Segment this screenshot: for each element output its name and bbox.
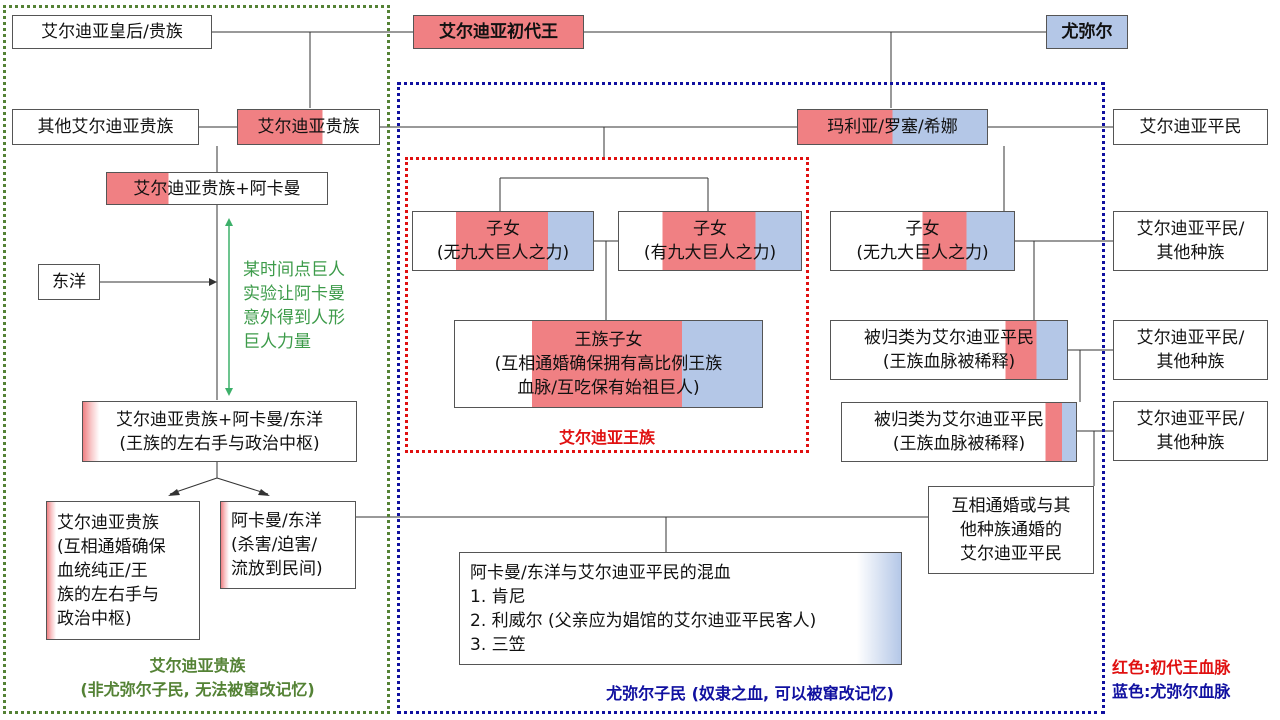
noble-ackerman-node: 艾尔迪亚贵族+阿卡曼 [106, 172, 328, 205]
mixed-blood-node: 阿卡曼/东洋与艾尔迪亚平民的混血 1. 肯尼 2. 利威尔 (父亲应为娼馆的艾尔… [459, 552, 902, 665]
intermarry-line3: 艾尔迪亚平民 [960, 544, 1062, 564]
intermarry-line1: 互相通婚或与其 [951, 496, 1071, 516]
noble-ackerman-east-node: 艾尔迪亚贵族+阿卡曼/东洋 (王族的左右手与政治中枢) [82, 401, 357, 462]
ymir-subjects-region [397, 82, 1105, 714]
child-mid-line2: (有九大巨人之力) [643, 243, 777, 263]
note-line-4: 巨人力量 [243, 332, 311, 352]
classified-commoner-node-2: 被归类为艾尔迪亚平民 (王族血脉被稀释) [841, 402, 1077, 462]
noble-ackerman-east-line1: 艾尔迪亚贵族+阿卡曼/东洋 [116, 409, 323, 430]
ackerman-east-line3: 流放到民间) [231, 559, 323, 579]
commoner-other-node-1: 艾尔迪亚平民/ 其他种族 [1113, 211, 1268, 271]
royal-children-line1: 王族子女 [574, 330, 643, 350]
note-line-3: 意外得到人形 [243, 308, 345, 328]
noble-ackerman-label: 艾尔迪亚贵族+阿卡曼 [133, 178, 301, 199]
commoner-other-2-line2: 其他种族 [1156, 352, 1225, 372]
mixed-item-2: 2. 利威尔 (父亲应为娼馆的艾尔迪亚平民客人) [470, 610, 817, 631]
eldian-noble-node: 艾尔迪亚贵族 [237, 109, 380, 145]
commoner-other-3-line1: 艾尔迪亚平民/ [1136, 409, 1245, 429]
classified-2-line2: (王族血脉被稀释) [892, 434, 1026, 454]
classified-1-line1: 被归类为艾尔迪亚平民 [864, 328, 1034, 348]
child-right-node: 子女 (无九大巨人之力) [830, 211, 1015, 271]
maria-rose-sina-label: 玛利亚/罗塞/希娜 [827, 117, 958, 137]
noble-bottom-line3: 血统纯正/王 [57, 560, 148, 581]
noble-ackerman-east-line2: (王族的左右手与政治中枢) [119, 433, 320, 454]
mixed-item-3: 3. 三笠 [470, 634, 526, 655]
intermarry-line2: 他种族通婚的 [960, 520, 1062, 540]
noble-region-label: 艾尔迪亚贵族 (非尤弥尔子民, 无法被窜改记忆) [10, 654, 385, 702]
legend-red: 红色:初代王血脉 [1112, 658, 1231, 677]
noble-region-label-1: 艾尔迪亚贵族 [149, 656, 246, 675]
royal-children-line3: 血脉/互吃保有始祖巨人) [517, 378, 700, 398]
ymir-node: 尤弥尔 [1046, 15, 1128, 49]
noble-region [3, 5, 390, 714]
classified-commoner-node-1: 被归类为艾尔迪亚平民 (王族血脉被稀释) [830, 320, 1068, 380]
child-left-line1: 子女 [486, 219, 520, 239]
commoner-other-3-line2: 其他种族 [1156, 433, 1225, 453]
child-right-line2: (无九大巨人之力) [856, 243, 989, 263]
royal-family-region [405, 157, 809, 453]
maria-rose-sina-node: 玛利亚/罗塞/希娜 [797, 109, 988, 145]
child-left-node: 子女 (无九大巨人之力) [412, 211, 594, 271]
royal-children-line2: (互相通婚确保拥有高比例王族 [494, 354, 723, 374]
commoner-other-node-2: 艾尔迪亚平民/ 其他种族 [1113, 320, 1268, 380]
commoner-other-1-line2: 其他种族 [1156, 243, 1225, 263]
commoner-label: 艾尔迪亚平民 [1139, 117, 1242, 137]
first-king-node: 艾尔迪亚初代王 [413, 15, 584, 49]
commoner-other-1-line1: 艾尔迪亚平民/ [1136, 219, 1245, 239]
ackerman-east-line2: (杀害/迫害/ [231, 535, 318, 555]
mixed-item-1: 1. 肯尼 [470, 586, 526, 607]
commoner-other-2-line1: 艾尔迪亚平民/ [1136, 328, 1245, 348]
noble-bottom-line2: (互相通婚确保 [57, 536, 166, 557]
royal-children-node: 王族子女 (互相通婚确保拥有高比例王族 血脉/互吃保有始祖巨人) [454, 320, 763, 408]
noble-region-label-2: (非尤弥尔子民, 无法被窜改记忆) [80, 680, 315, 699]
intermarry-commoner-node: 互相通婚或与其 他种族通婚的 艾尔迪亚平民 [928, 486, 1094, 574]
classified-2-line1: 被归类为艾尔迪亚平民 [874, 410, 1044, 430]
ymir-label: 尤弥尔 [1061, 22, 1113, 42]
child-left-line2: (无九大巨人之力) [436, 243, 570, 263]
ackerman-east-line1: 阿卡曼/东洋 [231, 511, 322, 531]
noble-bottom-line1: 艾尔迪亚贵族 [57, 512, 159, 533]
note-line-1: 某时间点巨人 [243, 260, 345, 280]
child-mid-node: 子女 (有九大巨人之力) [618, 211, 802, 271]
first-king-label: 艾尔迪亚初代王 [439, 22, 558, 42]
titan-experiment-note: 某时间点巨人 实验让阿卡曼 意外得到人形 巨人力量 [243, 258, 373, 354]
other-nobles-node: 其他艾尔迪亚贵族 [12, 109, 199, 145]
child-right-line1: 子女 [905, 219, 940, 239]
other-nobles-label: 其他艾尔迪亚贵族 [37, 117, 174, 137]
queen-noble-label: 艾尔迪亚皇后/贵族 [41, 22, 183, 42]
ymir-region-label: 尤弥尔子民 (奴隶之血, 可以被窜改记忆) [606, 684, 894, 703]
east-label: 东洋 [52, 272, 86, 292]
east-node: 东洋 [38, 264, 100, 300]
noble-bottom-line4: 族的左右手与 [57, 584, 159, 605]
noble-bottom-node: 艾尔迪亚贵族 (互相通婚确保 血统纯正/王 族的左右手与 政治中枢) [46, 501, 200, 640]
mixed-title: 阿卡曼/东洋与艾尔迪亚平民的混血 [470, 562, 731, 583]
note-line-2: 实验让阿卡曼 [243, 284, 345, 304]
commoner-other-node-3: 艾尔迪亚平民/ 其他种族 [1113, 401, 1268, 461]
child-mid-line1: 子女 [693, 219, 727, 239]
legend-blue: 蓝色:尤弥尔血脉 [1112, 682, 1231, 701]
royal-family-label: 艾尔迪亚王族 [558, 428, 655, 447]
commoner-node: 艾尔迪亚平民 [1113, 109, 1268, 145]
eldian-noble-label: 艾尔迪亚贵族 [257, 117, 360, 137]
ackerman-east-node: 阿卡曼/东洋 (杀害/迫害/ 流放到民间) [220, 501, 356, 589]
classified-1-line2: (王族血脉被稀释) [882, 352, 1016, 372]
queen-noble-node: 艾尔迪亚皇后/贵族 [12, 15, 212, 49]
noble-bottom-line5: 政治中枢) [57, 608, 132, 629]
